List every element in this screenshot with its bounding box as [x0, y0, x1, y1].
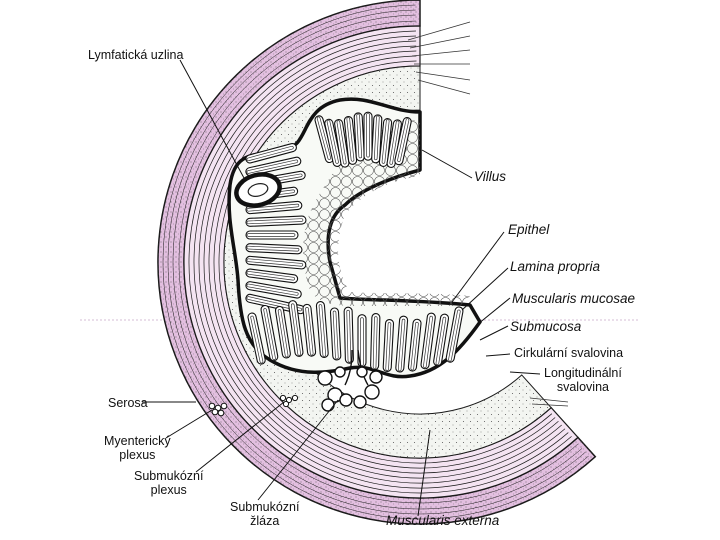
- muscle-fiber-lines: [162, 4, 589, 520]
- villus-finger: [382, 318, 395, 373]
- villus-finger: [245, 281, 302, 299]
- villus-finger: [245, 215, 307, 227]
- villus-finger: [433, 313, 450, 367]
- label-lymph-node: Lymfatická uzlina: [88, 48, 184, 62]
- villus-finger: [334, 119, 350, 168]
- villus-finger: [407, 318, 422, 372]
- submucosal-gland: [317, 349, 383, 412]
- villus-finger: [245, 200, 303, 215]
- villus-finger: [245, 255, 307, 270]
- mesentery-fibers: [407, 21, 569, 407]
- villus-finger: [260, 304, 279, 362]
- villus-finger: [247, 312, 266, 365]
- villus-finger: [274, 305, 291, 359]
- villus-finger: [445, 306, 464, 363]
- label-serosa: Serosa: [108, 396, 148, 410]
- villus-finger: [370, 313, 381, 371]
- villus-finger: [394, 117, 412, 166]
- villus-finger: [245, 156, 302, 177]
- villus-finger: [343, 306, 354, 364]
- villus-finger: [245, 143, 297, 164]
- villus-finger: [245, 243, 303, 255]
- label-longitudinal-muscle: Longitudinální svalovina: [544, 366, 622, 394]
- villus-finger: [288, 300, 304, 357]
- villi-group: [245, 111, 464, 373]
- villus-finger: [324, 118, 342, 167]
- submucosa-texture: [223, 66, 552, 459]
- label-lamina-propria: Lamina propria: [510, 259, 601, 274]
- label-submucosal-gland: Submukózní žláza: [230, 500, 300, 528]
- label-epithel: Epithel: [508, 222, 550, 237]
- villus-finger: [315, 301, 329, 358]
- villus-finger: [363, 111, 373, 161]
- label-muscularis-mucosae: Muscularis mucosae: [512, 291, 636, 306]
- label-circular-muscle: Cirkulární svalovina: [514, 346, 624, 360]
- submucosal-plexus-cluster: [279, 394, 299, 408]
- label-muscularis-externa: Muscularis externa: [386, 513, 500, 528]
- villus-finger: [371, 114, 383, 164]
- villus-finger: [353, 112, 365, 162]
- lymph-node: [234, 172, 282, 208]
- villus-finger: [329, 307, 342, 361]
- label-villus: Villus: [474, 169, 507, 184]
- serosa-texture: [157, 0, 596, 525]
- villus-finger: [378, 118, 393, 167]
- villus-finger: [245, 268, 299, 284]
- label-submucosal-plexus: Submukózní plexus: [134, 469, 204, 497]
- label-myenteric-plexus: Myenterický plexus: [104, 434, 171, 462]
- leader-lines: [142, 59, 541, 517]
- villus-finger: [420, 312, 436, 370]
- villus-finger: [343, 115, 358, 165]
- villus-finger: [395, 315, 409, 373]
- label-submucosa: Submucosa: [510, 319, 582, 334]
- villus-finger: [245, 230, 299, 240]
- myenteric-plexus-cluster: [208, 402, 228, 417]
- villus-finger: [302, 303, 317, 357]
